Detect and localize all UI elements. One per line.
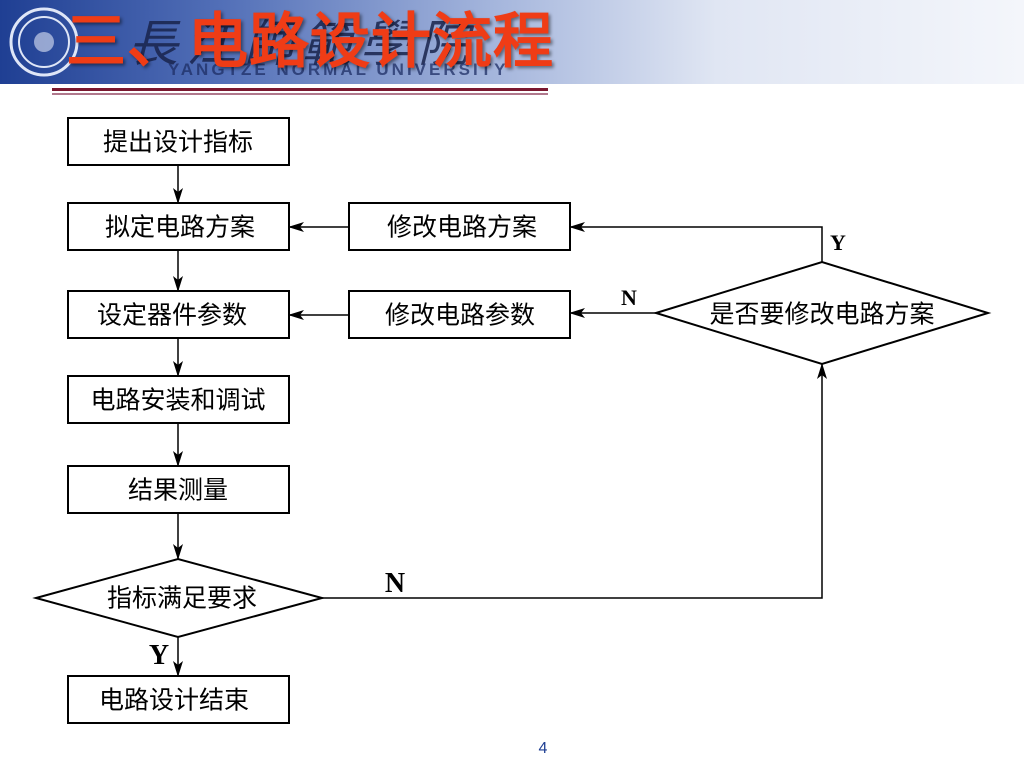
label-need-modify-no: N [621,285,637,310]
node-end-label: 电路设计结束 [99,686,249,715]
node-meets-spec-label: 指标满足要求 [107,584,257,613]
page-title: 三、电路设计流程 [66,7,554,77]
node-need-modify-scheme-label: 是否要修改电路方案 [709,300,934,329]
header-band: 長江師範學院 YANGTZE NORMAL UNIVERSITY 三、电路设计流… [0,0,1024,84]
node-modify-scheme-label: 修改电路方案 [387,213,537,242]
title-underline [52,88,548,91]
node-draft-label: 拟定电路方案 [105,213,255,242]
node-modify-params: 修改电路参数 [348,290,571,339]
node-meets-spec: 指标满足要求 [32,557,326,639]
node-measure: 结果测量 [67,465,290,514]
label-meets-no: N [385,568,405,599]
arrow-meets-no-to-decision [322,363,827,599]
node-need-modify-scheme: 是否要修改电路方案 [652,260,992,366]
node-install: 电路安装和调试 [67,375,290,424]
title-underline-secondary [52,93,548,95]
node-modify-params-label: 修改电路参数 [385,301,535,330]
university-calligraphy: 長江師範學院 [128,15,476,73]
label-meets-yes: Y [149,640,169,671]
arrow-yes-to-modify-scheme [569,222,823,262]
node-draft: 拟定电路方案 [67,202,290,251]
node-set-params: 设定器件参数 [67,290,290,339]
node-set-params-label: 设定器件参数 [97,301,247,330]
page-number: 4 [538,740,548,757]
node-install-label: 电路安装和调试 [90,386,265,415]
label-need-modify-yes: Y [830,230,846,255]
node-propose-label: 提出设计指标 [103,128,253,157]
node-modify-scheme: 修改电路方案 [348,202,571,251]
node-measure-label: 结果测量 [128,476,228,505]
node-propose: 提出设计指标 [67,117,290,166]
university-seal-icon [9,7,79,77]
university-name-en: YANGTZE NORMAL UNIVERSITY [168,60,509,79]
node-end: 电路设计结束 [67,675,290,724]
